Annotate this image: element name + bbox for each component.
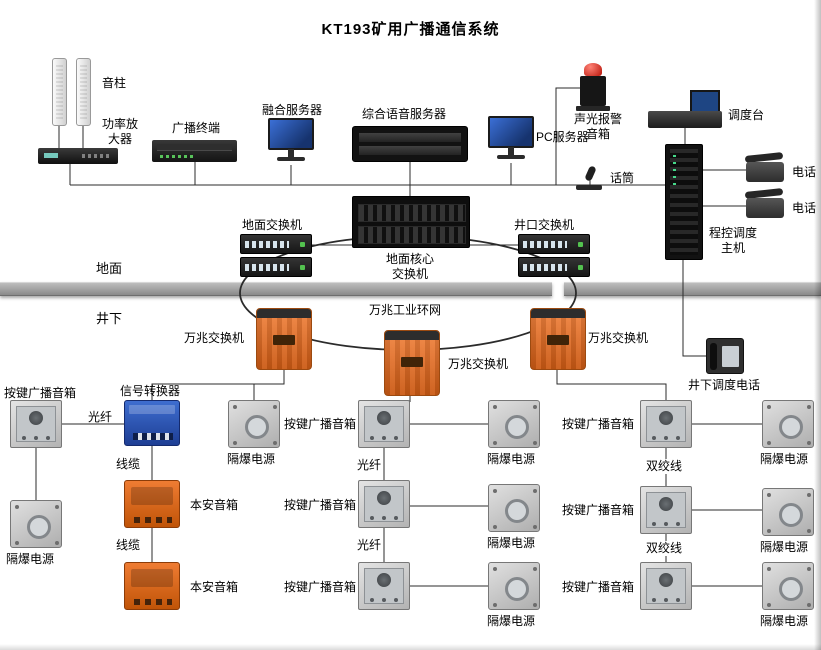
ten-gig-switch-label: 万兆交换机 (184, 331, 245, 345)
sound-column-label: 音柱 (102, 76, 127, 90)
ten-gig-switch-device (530, 308, 586, 370)
flameproof-power-device (488, 562, 540, 610)
flameproof-power-label: 隔爆电源 (487, 452, 536, 466)
flameproof-power-label: 隔爆电源 (227, 452, 276, 466)
telephone-label: 电话 (792, 201, 817, 215)
intrinsic-speaker-label: 本安音箱 (190, 580, 239, 594)
page-title: KT193矿用广播通信系统 (321, 21, 500, 38)
button-speaker-device (358, 562, 410, 610)
broadcast-terminal-label: 广播终端 (172, 121, 221, 135)
button-speaker-label: 按键广播音箱 (562, 503, 635, 517)
button-speaker-label: 按键广播音箱 (562, 417, 635, 431)
ten-gig-switch-label: 万兆交换机 (448, 357, 509, 371)
twisted-pair-label: 双绞线 (645, 541, 684, 556)
signal-converter-device (124, 400, 180, 446)
flameproof-power-device (10, 500, 62, 548)
flameproof-power-label: 隔爆电源 (760, 452, 809, 466)
optical-fiber-label: 光纤 (357, 538, 382, 552)
fusion-server-label: 融合服务器 (262, 103, 323, 117)
voice-server-label: 综合语音服务器 (362, 107, 447, 121)
underground-wires (35, 370, 762, 587)
flameproof-power-device (762, 562, 814, 610)
dispatch-host-cabinet (665, 144, 703, 260)
intrinsic-speaker-label: 本安音箱 (190, 498, 239, 512)
intrinsic-speaker-device (124, 480, 180, 528)
alarm-speaker-label: 声光报警音箱 (573, 112, 622, 141)
surface-switch-unit (240, 234, 312, 254)
ten-gig-switch-device (384, 330, 440, 396)
button-speaker-label: 按键广播音箱 (562, 580, 635, 594)
flameproof-power-device (488, 484, 540, 532)
flameproof-power-label: 隔爆电源 (760, 540, 809, 554)
flameproof-power-label: 隔爆电源 (487, 536, 536, 550)
underground-phone-device (706, 338, 744, 374)
pc-server-monitor (488, 116, 534, 159)
surface-switch-label: 地面交换机 (242, 218, 303, 232)
ring-network-label: 万兆工业环网 (368, 303, 443, 318)
broadcast-terminal-device (152, 140, 237, 162)
cable-label: 线缆 (116, 457, 141, 471)
button-speaker-label: 按键广播音箱 (284, 580, 357, 594)
flameproof-power-device (228, 400, 280, 448)
surface-wires (58, 87, 746, 357)
surface-switch-unit (240, 257, 312, 277)
fusion-server-monitor (268, 118, 314, 161)
flameproof-power-device (762, 488, 814, 536)
telephone-device (744, 194, 786, 220)
signal-converter-label: 信号转换器 (120, 384, 181, 398)
twisted-pair-label: 双绞线 (645, 459, 684, 474)
microphone-device (576, 166, 604, 190)
ten-gig-switch-label: 万兆交换机 (588, 331, 649, 345)
button-speaker-device (640, 562, 692, 610)
flameproof-power-label: 隔爆电源 (6, 552, 55, 566)
wellhead-switch-label: 井口交换机 (514, 218, 575, 232)
underground-phone-label: 井下调度电话 (688, 378, 761, 392)
intrinsic-speaker-device (124, 562, 180, 610)
wellhead-switch-unit (518, 257, 590, 277)
voice-server-device (352, 126, 468, 162)
microphone-label: 话筒 (610, 171, 635, 185)
wellhead-switch-unit (518, 234, 590, 254)
dispatch-console-label: 调度台 (728, 108, 765, 122)
divider-bar-left (0, 282, 552, 296)
alarm-speaker-device (576, 63, 610, 111)
flameproof-power-label: 隔爆电源 (760, 614, 809, 628)
zone-surface-label: 地面 (96, 261, 123, 276)
button-speaker-label: 按键广播音箱 (284, 498, 357, 512)
power-amplifier-label: 功率放大器 (101, 117, 138, 146)
flameproof-power-device (762, 400, 814, 448)
button-speaker-label: 按键广播音箱 (284, 417, 357, 431)
dispatch-host-label: 程控调度主机 (708, 226, 757, 255)
core-switch-device (352, 196, 470, 248)
button-speaker-device (640, 486, 692, 534)
dispatch-console-device (648, 90, 722, 128)
flameproof-power-device (488, 400, 540, 448)
optical-fiber-label: 光纤 (88, 410, 113, 424)
sound-column-device (52, 58, 67, 126)
optical-fiber-label: 光纤 (357, 458, 382, 472)
flameproof-power-label: 隔爆电源 (487, 614, 536, 628)
sound-column-device (76, 58, 91, 126)
cable-label: 线缆 (116, 538, 141, 552)
button-speaker-label: 按键广播音箱 (4, 386, 77, 400)
divider-bar-right (564, 282, 821, 296)
zone-underground-label: 井下 (96, 311, 123, 326)
telephone-device (744, 158, 786, 184)
telephone-label: 电话 (792, 165, 817, 179)
button-speaker-device (640, 400, 692, 448)
ten-gig-switch-device (256, 308, 312, 370)
button-speaker-device (358, 400, 410, 448)
power-amplifier-device (38, 148, 118, 164)
core-switch-label: 地面核心交换机 (385, 252, 434, 281)
button-speaker-device (10, 400, 62, 448)
pc-server-label: PC服务器 (536, 130, 589, 144)
button-speaker-device (358, 480, 410, 528)
